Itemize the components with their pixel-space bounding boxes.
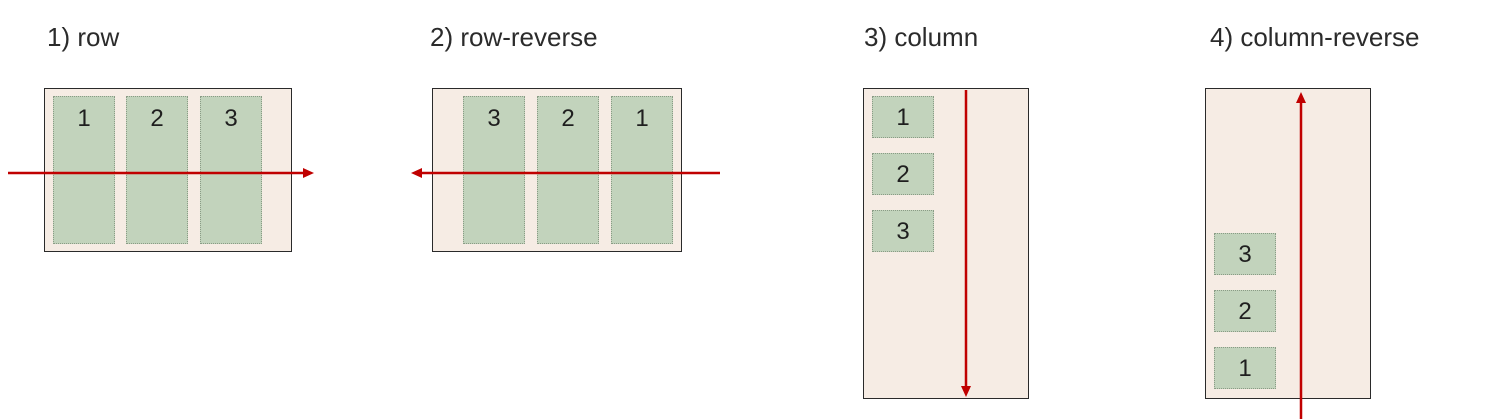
flex-item: 1	[872, 96, 934, 138]
arrowhead-up-icon	[1296, 92, 1306, 103]
arrowhead-left-icon	[411, 168, 422, 178]
flex-container-column: 1 2 3	[863, 88, 1029, 399]
panel-title-column-reverse: 4) column-reverse	[1210, 22, 1420, 52]
flex-item: 1	[53, 96, 115, 244]
arrowhead-down-icon	[961, 386, 971, 397]
flex-item: 2	[126, 96, 188, 244]
flex-item: 1	[611, 96, 673, 244]
flex-container-column-reverse: 3 2 1	[1205, 88, 1371, 399]
flex-item: 3	[463, 96, 525, 244]
panel-title-row-reverse: 2) row-reverse	[430, 22, 598, 52]
panel-title-row: 1) row	[47, 22, 120, 52]
arrowhead-right-icon	[303, 168, 314, 178]
flex-item: 2	[872, 153, 934, 195]
flex-item: 3	[200, 96, 262, 244]
flex-item: 3	[1214, 233, 1276, 275]
flex-container-row: 1 2 3	[44, 88, 292, 252]
flex-item: 2	[1214, 290, 1276, 332]
panel-title-column: 3) column	[864, 22, 979, 52]
flex-item: 3	[872, 210, 934, 252]
flex-item: 1	[1214, 347, 1276, 389]
flex-item: 2	[537, 96, 599, 244]
flex-container-row-reverse: 3 2 1	[432, 88, 682, 252]
